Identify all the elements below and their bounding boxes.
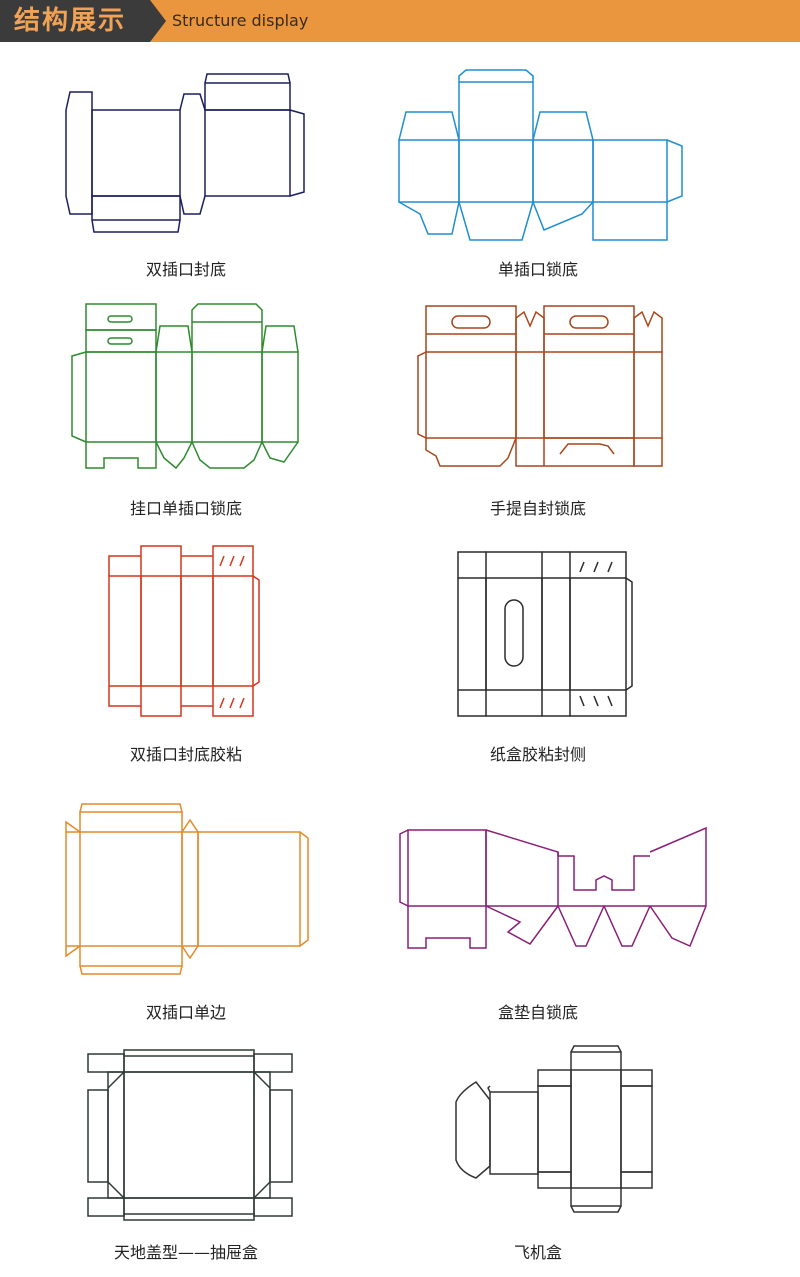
panel: [91, 109, 181, 197]
diagram-caption: 纸盒胶粘封侧: [489, 745, 586, 764]
diagram-caption: 天地盖型——抽屉盒: [113, 1243, 258, 1262]
diagram-caption: 飞机盒: [513, 1243, 562, 1262]
section-subtitle: Structure display: [172, 11, 309, 30]
diagram-caption: 双插口封底胶粘: [129, 745, 242, 764]
diagram-caption: 盒垫自锁底: [497, 1003, 578, 1022]
title-tab: [0, 0, 166, 42]
section-title: 结构展示: [14, 6, 127, 36]
diagram-caption: 双插口单边: [145, 1003, 226, 1022]
diagram-caption: 手提自封锁底: [489, 499, 586, 518]
diagram-caption: 双插口封底: [145, 260, 226, 279]
diagram-caption: 单插口锁底: [497, 260, 578, 279]
diagram-caption: 挂口单插口锁底: [129, 499, 242, 518]
